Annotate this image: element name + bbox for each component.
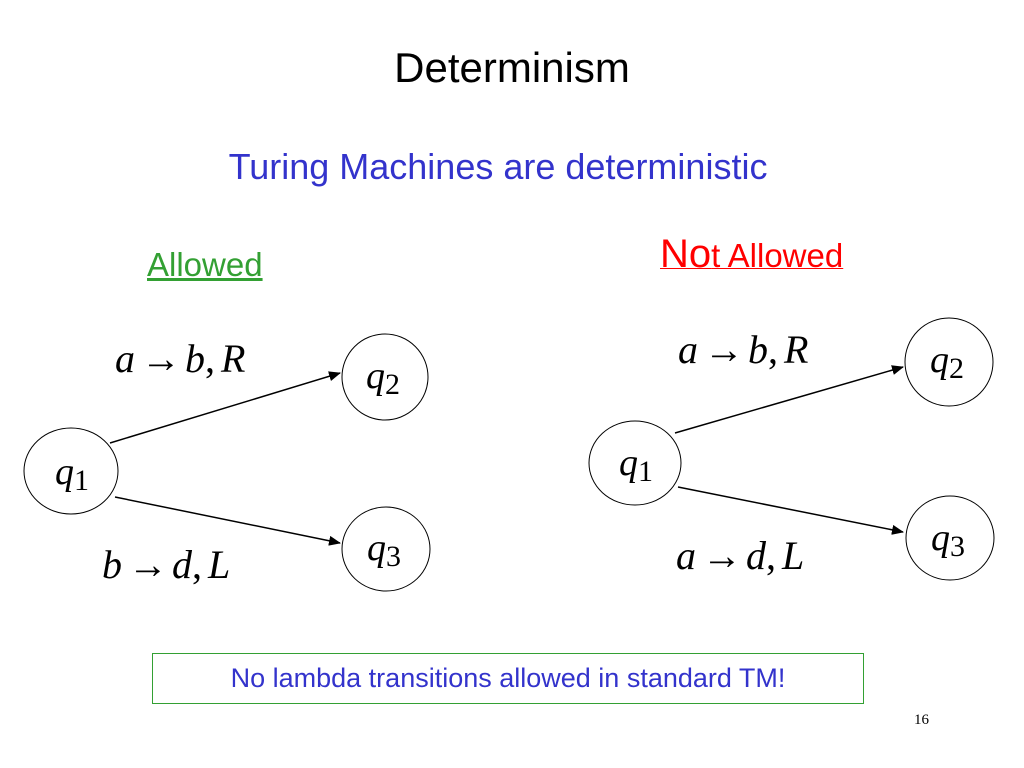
not-allowed-heading-big: No xyxy=(660,232,712,276)
not-allowed-q1-sub: 1 xyxy=(638,455,653,488)
note-box: No lambda transitions allowed in standar… xyxy=(152,653,864,704)
not-allowed-heading: Not Allowed xyxy=(660,232,843,277)
not-allowed-q3-base: q xyxy=(931,517,950,559)
allowed-edge-q1-q2 xyxy=(109,371,341,444)
not-allowed-transition-1: a→b,R xyxy=(678,327,808,372)
allowed-state-q2: q2 xyxy=(341,333,429,421)
allowed-state-q3: q3 xyxy=(341,506,431,592)
svg-text:q3: q3 xyxy=(931,517,965,563)
allowed-q2-base: q xyxy=(366,355,385,397)
allowed-transition-2: b→d,L xyxy=(102,542,230,587)
not-allowed-q2-sub: 2 xyxy=(949,352,964,385)
slide-subtitle: Turing Machines are deterministic xyxy=(228,146,768,187)
allowed-q3-base: q xyxy=(367,527,386,569)
allowed-q2-sub: 2 xyxy=(385,368,400,401)
not-allowed-edge-q1-q3 xyxy=(677,486,904,535)
svg-text:q2: q2 xyxy=(366,355,400,401)
not-allowed-edge-q1-q2 xyxy=(674,365,904,434)
slide-title: Determinism xyxy=(394,44,630,91)
not-allowed-transition-2: a→d,L xyxy=(676,533,804,578)
svg-text:q3: q3 xyxy=(367,527,401,573)
page-number: 16 xyxy=(914,712,929,728)
allowed-heading: Allowed xyxy=(147,246,263,283)
allowed-edge-q1-q3 xyxy=(114,496,341,546)
allowed-q3-sub: 3 xyxy=(386,540,401,573)
not-allowed-q3-sub: 3 xyxy=(950,530,965,563)
not-allowed-diagram: q1 q2 q3 a→b,R a→d,L xyxy=(588,317,995,581)
allowed-transition-1: a→b,R xyxy=(115,336,245,381)
allowed-q1-base: q xyxy=(55,451,74,493)
allowed-diagram: q1 q2 q3 a→b,R b→d,L xyxy=(23,333,431,592)
not-allowed-state-q1: q1 xyxy=(588,420,682,506)
not-allowed-state-q2: q2 xyxy=(904,317,994,407)
svg-text:q2: q2 xyxy=(930,339,964,385)
svg-text:q1: q1 xyxy=(619,442,653,488)
not-allowed-q2-base: q xyxy=(930,339,949,381)
not-allowed-q1-base: q xyxy=(619,442,638,484)
svg-text:q1: q1 xyxy=(55,451,89,497)
allowed-state-q1: q1 xyxy=(23,427,119,515)
not-allowed-heading-small: t Allowed xyxy=(711,237,844,274)
allowed-q1-sub: 1 xyxy=(74,464,89,497)
not-allowed-state-q3: q3 xyxy=(905,495,995,581)
